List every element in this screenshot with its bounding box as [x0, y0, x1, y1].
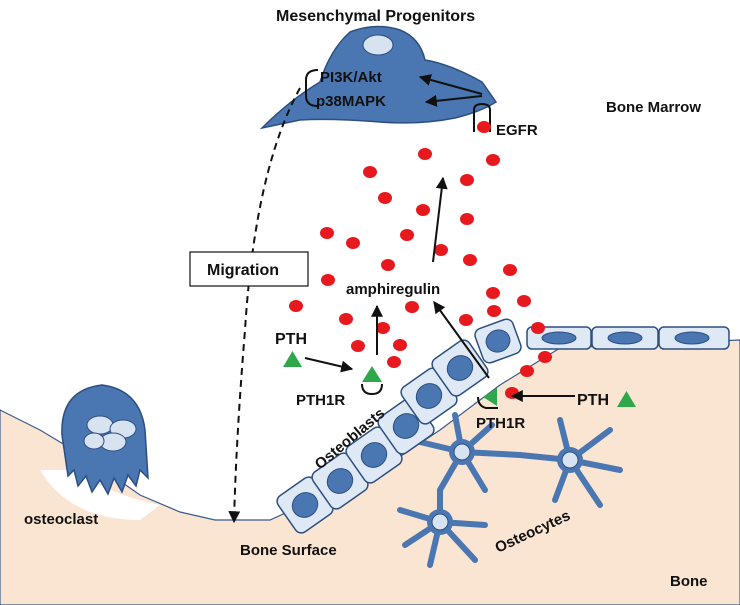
pth-bound-triangle [362, 366, 382, 382]
title-label: Mesenchymal Progenitors [276, 8, 475, 25]
bone-marrow-label: Bone Marrow [606, 99, 701, 116]
egfr-to-p38-arrow [424, 94, 483, 107]
lining-cells [526, 326, 730, 350]
pth-left-arrow [304, 357, 354, 373]
pth-bound-triangle [483, 388, 497, 406]
pth1r-left-receptor [361, 383, 383, 396]
pth1r-right-label: PTH1R [476, 415, 525, 432]
pth1r-left-label: PTH1R [296, 392, 345, 409]
migration-box [189, 251, 309, 287]
migration-label: Migration [207, 262, 279, 279]
osteoclast-label: osteoclast [24, 511, 98, 528]
osteocyte-cell [427, 509, 453, 535]
pth1r-to-amphiregulin-arrow [433, 301, 490, 379]
egfr-label: EGFR [496, 122, 538, 139]
mesenchymal-progenitor-cell [259, 25, 498, 130]
osteoblast-layer [276, 318, 522, 534]
pth1r-right-receptor [477, 396, 498, 409]
resorption-pit [40, 470, 160, 520]
pth-right-label: PTH [577, 392, 609, 409]
migration-dashed-arrow [228, 87, 301, 524]
amphiregulin-up-arrow [432, 176, 448, 263]
osteocyte-cell [449, 439, 475, 465]
bone-label: Bone [670, 573, 708, 590]
egfr-to-pi3k-arrow [418, 74, 483, 95]
amphiregulin-dots [289, 121, 552, 399]
egfr-receptor [473, 102, 491, 132]
amphiregulin-label: amphiregulin [346, 281, 440, 298]
osteoclast-cell [61, 384, 149, 496]
pth-left-label: PTH [275, 331, 307, 348]
pth-triangle [617, 391, 636, 407]
pth-triangle [283, 351, 302, 367]
pathway-bracket [305, 69, 319, 107]
bone-surface-label: Bone Surface [240, 542, 337, 559]
pi3k-akt-label: PI3K/Akt [320, 69, 382, 86]
p38mapk-label: p38MAPK [316, 93, 386, 110]
osteocyte-cell [557, 447, 583, 473]
